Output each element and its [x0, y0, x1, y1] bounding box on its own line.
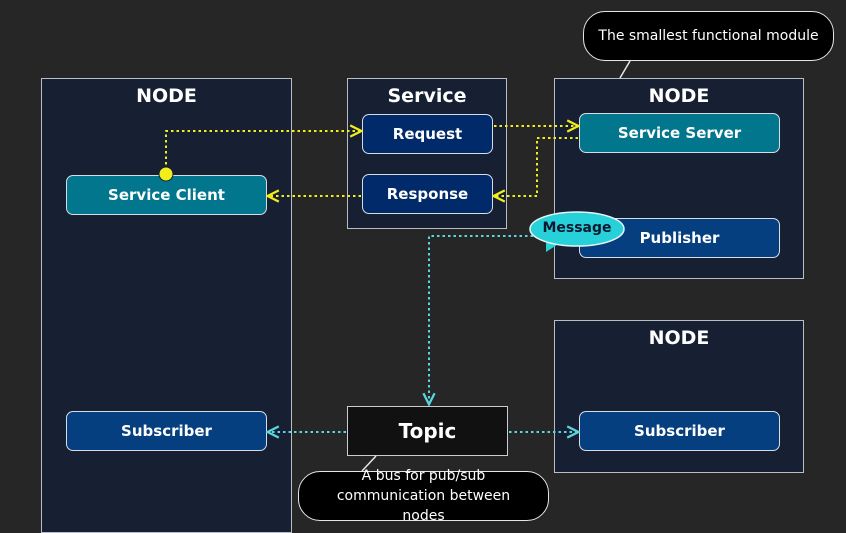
service-client-box[interactable]: Service Client: [66, 175, 267, 215]
response-box[interactable]: Response: [362, 174, 493, 214]
module-callout: The smallest functional module: [583, 11, 834, 61]
topic-box[interactable]: Topic: [347, 406, 508, 456]
node-title-right-bottom: NODE: [648, 327, 710, 349]
node-title-left: NODE: [136, 85, 197, 107]
bus-callout: A bus for pub/sub communication between …: [298, 468, 549, 524]
request-box[interactable]: Request: [362, 114, 493, 154]
subscriber-box-left[interactable]: Subscriber: [66, 411, 267, 451]
publish-arrow: [429, 235, 533, 403]
message-bubble-label: Message: [542, 220, 612, 236]
service-server-box[interactable]: Service Server: [579, 113, 780, 153]
node-title-right-top: NODE: [648, 85, 710, 107]
service-title: Service: [387, 85, 467, 107]
subscriber-box-right[interactable]: Subscriber: [579, 411, 780, 451]
module-callout-pointer: [619, 60, 631, 79]
node-panel-left: NODE: [41, 78, 292, 533]
